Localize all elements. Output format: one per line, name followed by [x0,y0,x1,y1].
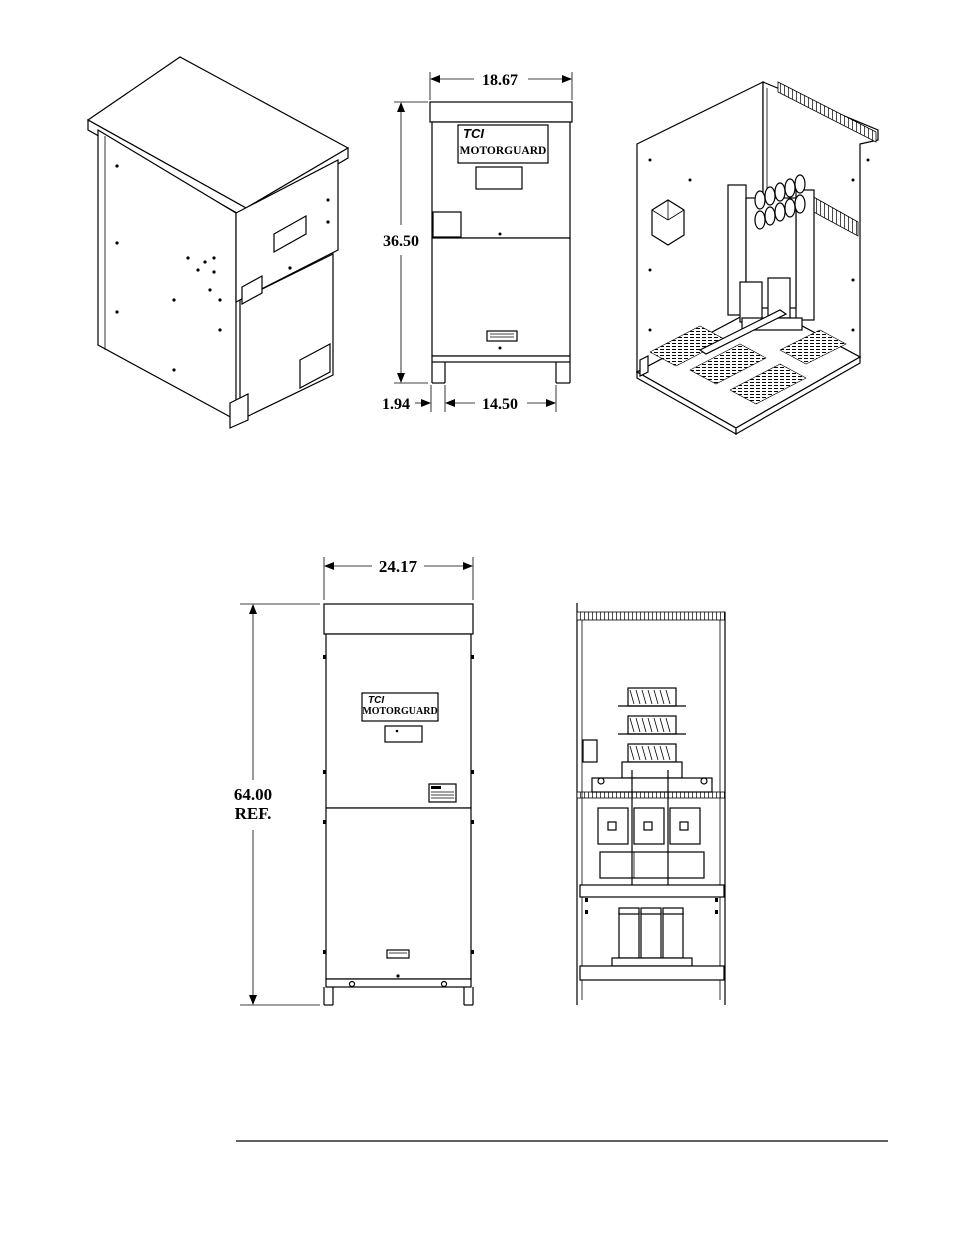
dim-large-width: 24.17 [379,557,418,576]
small-warning-label [486,330,518,342]
coil-stack [618,687,686,779]
dim-large-height-value: 64.00 [234,785,272,804]
large-nameplate-product: MOTORGUARD [362,706,437,717]
large-nameplate-logo: TCI [368,695,384,706]
small-enclosure-interior-view [635,81,879,436]
dim-small-width-bottom: 14.50 [482,396,518,413]
large-enclosure-interior-view [576,603,726,1005]
small-view-window [475,166,523,190]
reactor-coils [597,807,705,879]
dim-small-height: 36.50 [383,233,419,250]
small-enclosure-isometric-view [86,56,350,429]
large-enclosure-front-view: 24.17 64.00 REF. TCI MOTORGUARD [234,557,474,1006]
dim-small-offset: 1.94 [382,396,410,413]
small-nameplate-product: MOTORGUARD [460,145,547,157]
capacitors [611,907,693,967]
large-nameplate [361,692,439,722]
dim-small-width-top: 18.67 [482,72,518,89]
small-enclosure-front-view: 18.67 36.50 TCI MOTORGUARD [382,72,573,413]
small-nameplate-logo: TCI [463,126,484,141]
dim-large-height-note: REF. [235,804,272,823]
coil-windings [754,174,806,230]
large-view-window [384,725,423,743]
small-nameplate [457,124,549,164]
bolt-holes-side [115,164,330,372]
large-side-bolts [323,655,474,954]
